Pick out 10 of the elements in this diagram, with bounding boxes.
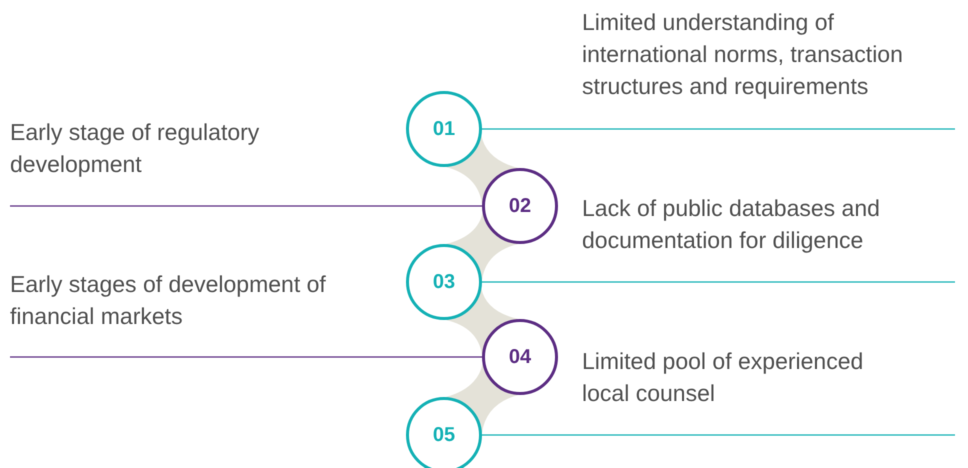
edge-label: Early stages of development of financial markets <box>10 270 327 331</box>
connector-line <box>10 205 482 207</box>
edge-label: Lack of public databases and documentation for diligence <box>582 194 881 255</box>
connector-line <box>482 128 955 130</box>
edge-label: Early stage of regulatory development <box>10 118 260 179</box>
connector-line <box>482 281 955 283</box>
connector-line <box>482 434 955 436</box>
edge-label: Limited pool of experienced local counsel <box>582 347 864 408</box>
connector-line <box>10 356 482 358</box>
edge-label: Limited understanding of international norms, transaction structures and requirements <box>582 8 904 101</box>
